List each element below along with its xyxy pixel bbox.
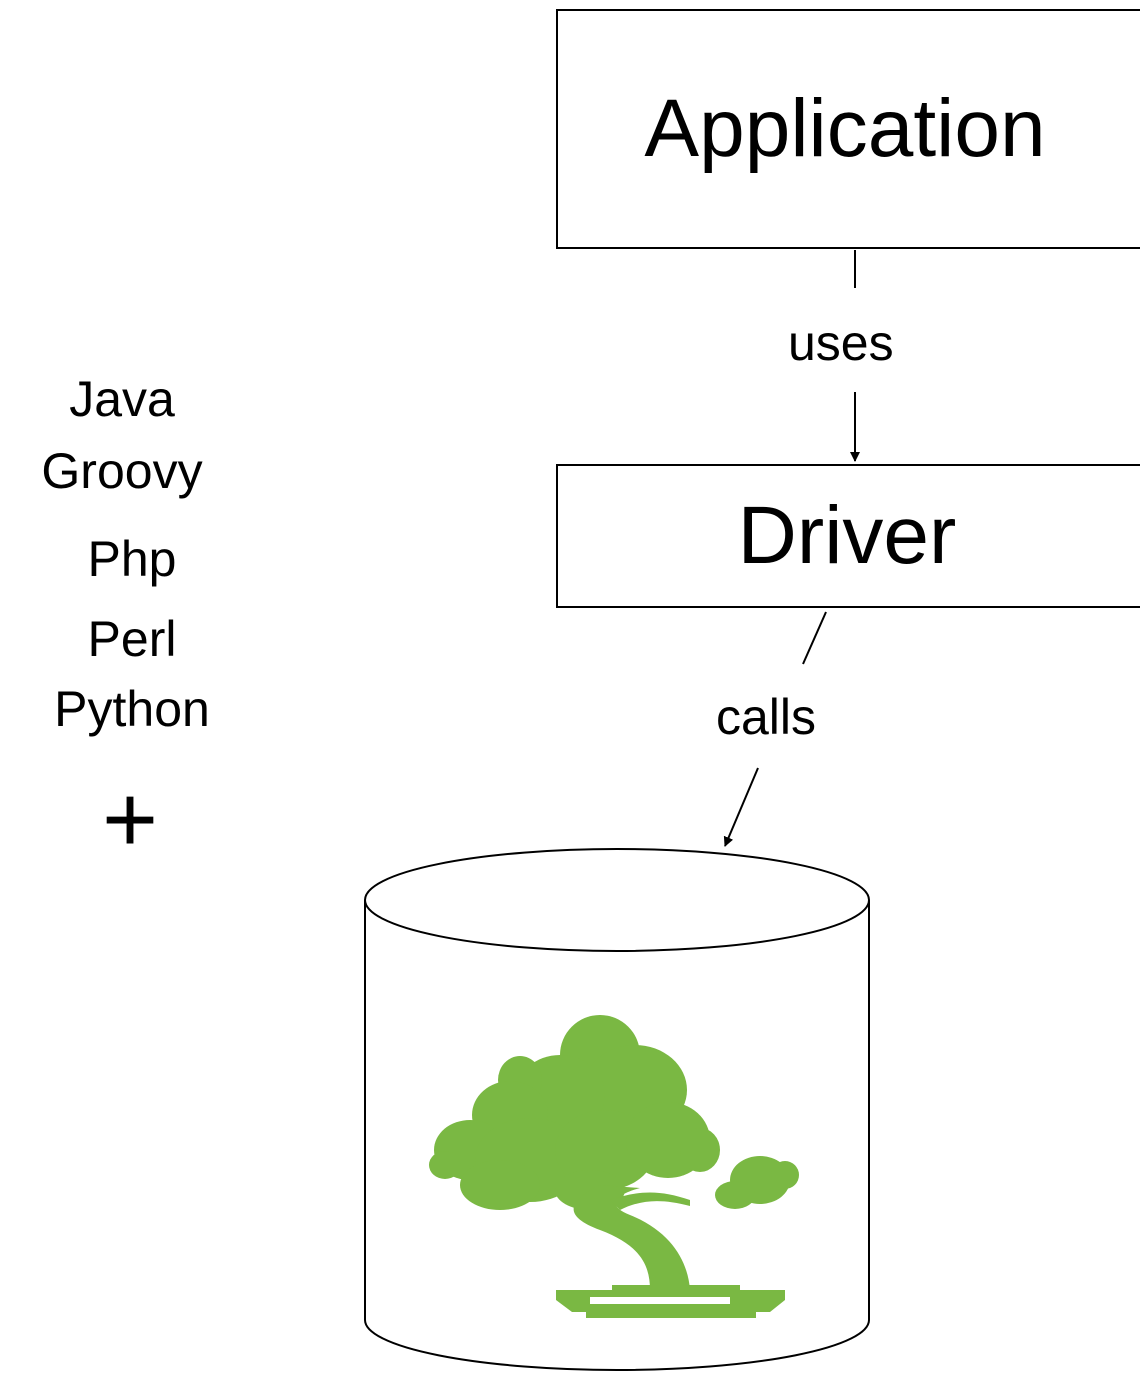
plus-sign: + bbox=[101, 766, 159, 873]
uses-edge-label: uses bbox=[788, 315, 894, 371]
language-php: Php bbox=[87, 531, 177, 587]
language-java: Java bbox=[69, 371, 175, 427]
driver-label: Driver bbox=[737, 490, 957, 581]
calls-connector bbox=[723, 611, 827, 847]
application-label: Application bbox=[644, 83, 1046, 174]
language-python: Python bbox=[54, 681, 210, 737]
driver-box: Driver bbox=[556, 464, 1140, 608]
calls-line-top bbox=[802, 611, 827, 665]
cylinder-top bbox=[364, 848, 870, 952]
language-perl: Perl bbox=[87, 611, 177, 667]
application-box: Application bbox=[556, 9, 1140, 249]
bonsai-tree-icon bbox=[429, 1015, 799, 1318]
language-groovy: Groovy bbox=[41, 443, 203, 499]
calls-edge-label: calls bbox=[716, 689, 817, 745]
calls-arrow bbox=[723, 767, 759, 847]
